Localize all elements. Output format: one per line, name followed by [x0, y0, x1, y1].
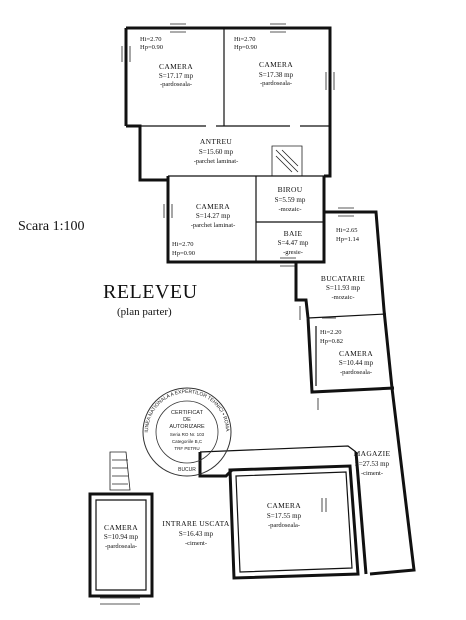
- room-camera-2: Hi=2.70 Hp=0.90 CAMERA S=17.38 mp -pardo…: [234, 36, 294, 87]
- room-antreu: ANTREU S=15.60 mp -parchet laminat-: [194, 137, 239, 165]
- room-bucatarie: Hi=2.65 Hp=1.14 BUCATARIE S=11.93 mp -mo…: [321, 227, 365, 301]
- room-camera-2-area: S=17.38 mp: [259, 71, 294, 79]
- room-intrare-area: S=16.43 mp: [179, 530, 214, 538]
- plan-title: RELEVEU: [103, 281, 198, 303]
- room-birou-finish: -mozaic-: [278, 206, 301, 213]
- plan-subtitle: (plan parter): [117, 306, 172, 318]
- room-camera-3: CAMERA S=14.27 mp -parchet laminat- Hi=2…: [172, 202, 235, 257]
- room-camera-5-area: S=17.55 mp: [267, 512, 302, 520]
- stamp-line5: Categoriile B,C: [172, 439, 203, 444]
- room-baie-name: BAIE: [284, 229, 303, 238]
- room-camera-1-area: S=17.17 mp: [159, 72, 194, 80]
- room-camera-3-hp: Hp=0.90: [172, 250, 195, 257]
- room-camera-3-area: S=14.27 mp: [196, 212, 231, 220]
- room-birou-name: BIROU: [278, 185, 303, 194]
- room-intrare-uscata: INTRARE USCATA S=16.43 mp -ciment-: [162, 519, 229, 547]
- room-camera-3-hi: Hi=2.70: [172, 241, 194, 248]
- room-birou-area: S=5.59 mp: [275, 196, 306, 204]
- room-camera-4-hp: Hp=0.82: [320, 338, 343, 345]
- room-camera-1: Hi=2.70 Hp=0.90 CAMERA S=17.17 mp -pardo…: [140, 36, 194, 88]
- room-baie-area: S=4.47 mp: [278, 239, 309, 247]
- certification-stamp: UNIUNEA NATIONALA A EXPERTILOR TEHNICI •…: [0, 0, 232, 477]
- room-camera-5: CAMERA S=17.55 mp -pardoseala-: [267, 501, 302, 529]
- room-camera-6-name: CAMERA: [104, 523, 138, 532]
- stamp-line1: CERTIFICAT: [171, 410, 204, 416]
- room-camera-4-finish: -pardoseala-: [340, 369, 372, 376]
- room-magazie: MAGAZIE S=27.53 mp -ciment-: [354, 449, 391, 477]
- room-antreu-area: S=15.60 mp: [199, 148, 234, 156]
- room-magazie-area: S=27.53 mp: [355, 460, 390, 468]
- room-camera-1-hi: Hi=2.70: [140, 36, 162, 43]
- room-camera-2-hp: Hp=0.90: [234, 44, 257, 51]
- stamp-bottom: BUCUR: [178, 467, 196, 473]
- room-camera-6: CAMERA S=10.94 mp -pardoseala-: [104, 523, 139, 550]
- room-camera-2-finish: -pardoseala-: [260, 80, 292, 87]
- room-camera-4-name: CAMERA: [339, 349, 373, 358]
- room-camera-4: Hi=2.20 Hp=0.82 CAMERA S=10.44 mp -pardo…: [320, 329, 374, 376]
- room-antreu-finish: -parchet laminat-: [194, 158, 239, 165]
- room-bucatarie-hi: Hi=2.65: [336, 227, 358, 234]
- room-bucatarie-area: S=11.93 mp: [326, 284, 361, 292]
- room-camera-6-area: S=10.94 mp: [104, 533, 139, 541]
- room-bucatarie-hp: Hp=1.14: [336, 236, 360, 243]
- room-camera-1-finish: -pardoseala-: [160, 81, 192, 88]
- room-intrare-name: INTRARE USCATA: [162, 519, 229, 528]
- room-camera-5-name: CAMERA: [267, 501, 301, 510]
- room-birou: BIROU S=5.59 mp -mozaic-: [275, 185, 306, 213]
- room-camera-1-name: CAMERA: [159, 62, 193, 71]
- room-camera-5-finish: -pardoseala-: [268, 522, 300, 529]
- stamp-line6: TRF PETRU: [174, 446, 199, 451]
- room-camera-1-hp: Hp=0.90: [140, 44, 163, 51]
- scale-label: Scara 1:100: [18, 219, 84, 234]
- room-bucatarie-finish: -mozaic-: [331, 294, 354, 301]
- room-bucatarie-name: BUCATARIE: [321, 274, 365, 283]
- room-camera-2-hi: Hi=2.70: [234, 36, 256, 43]
- room-camera-2-name: CAMERA: [259, 60, 293, 69]
- room-camera-3-finish: -parchet laminat-: [191, 222, 236, 229]
- room-antreu-name: ANTREU: [200, 137, 232, 146]
- room-camera-6-finish: -pardoseala-: [105, 543, 137, 550]
- room-intrare-finish: -ciment-: [185, 540, 207, 547]
- walls-east-wing: [199, 207, 416, 576]
- room-baie-finish: -gresie-: [283, 249, 303, 256]
- room-camera-4-hi: Hi=2.20: [320, 329, 342, 336]
- room-magazie-name: MAGAZIE: [354, 449, 391, 458]
- walls-south-block: [88, 451, 360, 605]
- room-camera-4-area: S=10.44 mp: [339, 359, 374, 367]
- stamp-line4: Seria RO Nr. 103: [170, 432, 205, 437]
- stamp-line2: DE: [183, 417, 191, 423]
- stamp-line3: AUTORIZARE: [169, 424, 205, 430]
- room-baie: BAIE S=4.47 mp -gresie-: [278, 229, 309, 256]
- room-magazie-finish: -ciment-: [361, 470, 383, 477]
- room-camera-3-name: CAMERA: [196, 202, 230, 211]
